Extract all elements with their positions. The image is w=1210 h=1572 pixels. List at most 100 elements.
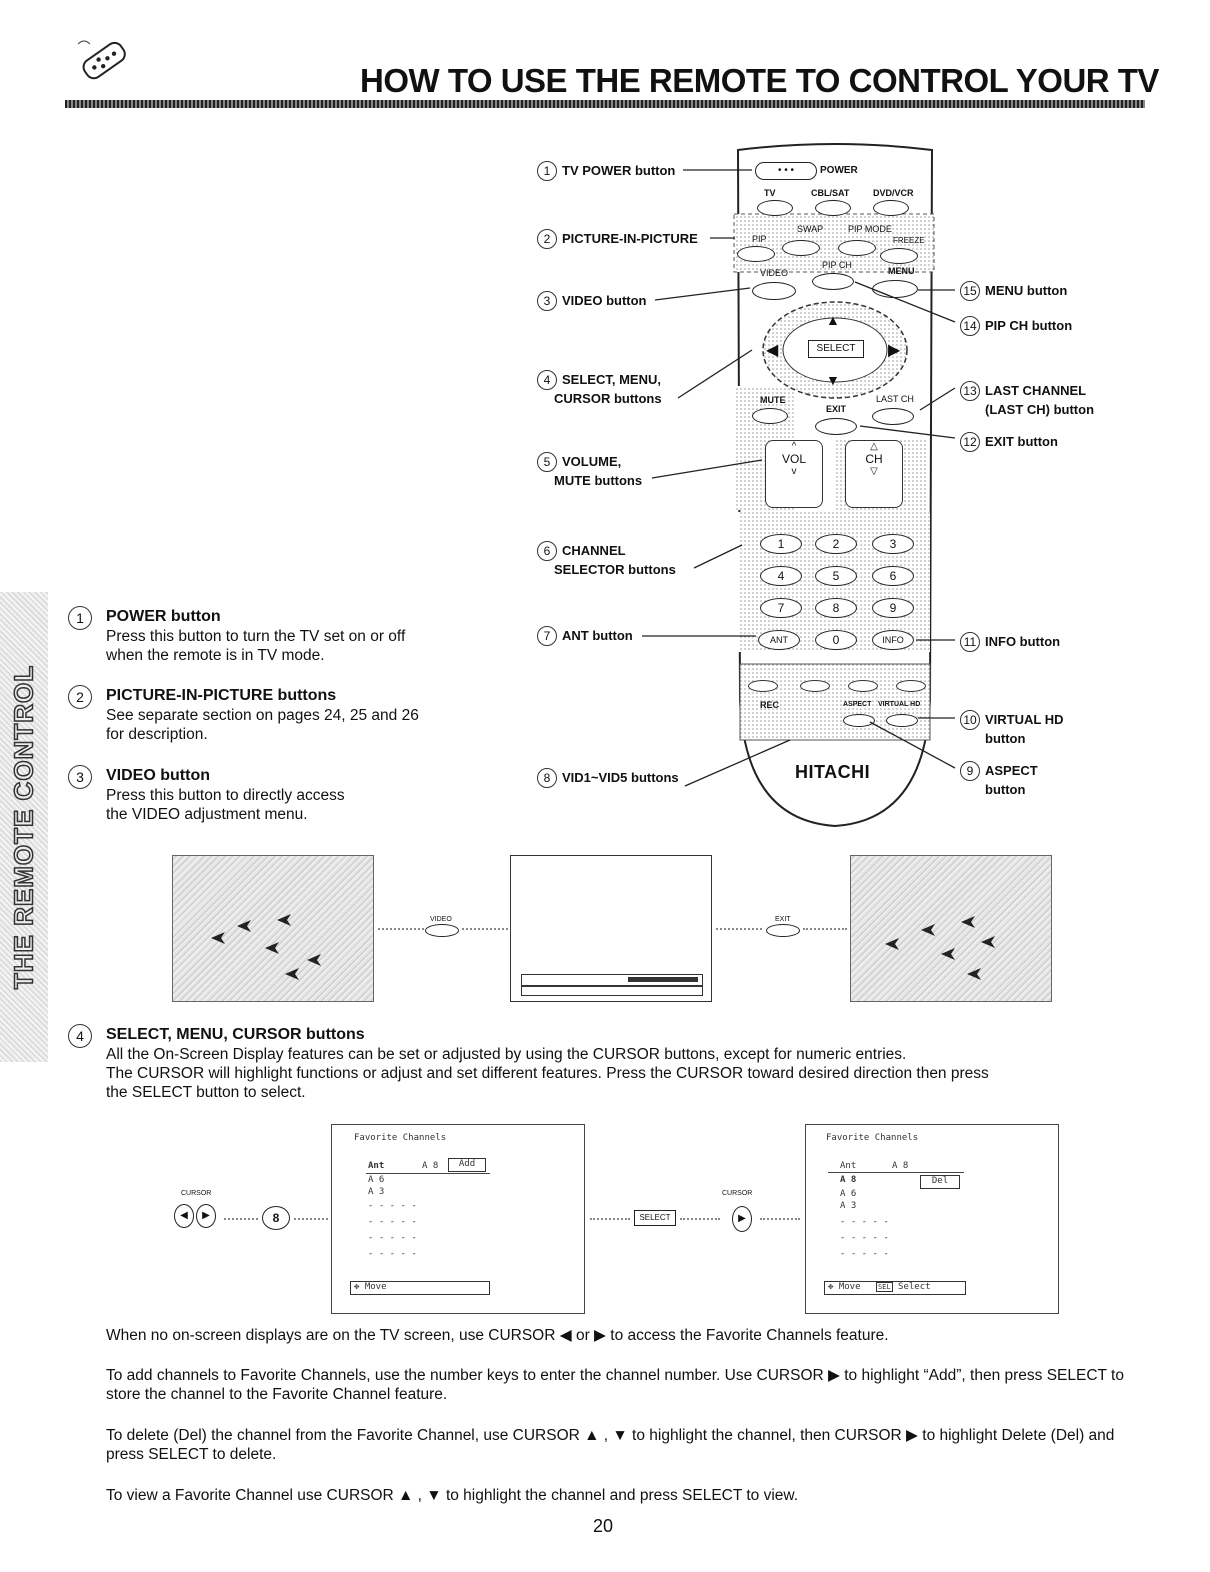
power-key-label: POWER [820, 165, 858, 176]
num-0-key[interactable]: 0 [815, 630, 857, 650]
cursor-left-right-keys[interactable]: ◀▶ [174, 1204, 220, 1228]
num-5-key[interactable]: 5 [815, 566, 857, 586]
section-text-line: for description. [106, 726, 208, 743]
osd-row: - - - - - [840, 1233, 889, 1243]
video-key[interactable] [752, 282, 796, 300]
lastch-key-label: LAST CH [876, 394, 914, 404]
section-text-line: Press this button to directly access [106, 787, 345, 804]
swap-key[interactable] [782, 240, 820, 256]
osd-row: A 6 [368, 1175, 385, 1185]
ant-key[interactable]: ANT [758, 630, 800, 650]
callout-leader-lines [642, 169, 956, 787]
osd-footer-move: Move [364, 1282, 387, 1292]
cursor-right-key-diagram[interactable]: ▶ [732, 1206, 752, 1232]
osd-row: - - - - - [368, 1217, 417, 1227]
add-button[interactable]: Add [448, 1158, 486, 1172]
del-button[interactable]: Del [920, 1175, 960, 1189]
osd-row-highlighted[interactable]: A 8 [840, 1175, 857, 1185]
section-text-line: the SELECT button to select. [106, 1084, 306, 1101]
dvdvcr-key[interactable] [873, 200, 909, 216]
num-3-key[interactable]: 3 [872, 534, 914, 554]
num-1-key[interactable]: 1 [760, 534, 802, 554]
move-icon: ✥ [354, 1282, 360, 1292]
pipch-key[interactable] [812, 273, 854, 290]
osd-row: - - - - - [368, 1249, 417, 1259]
section-text-line: The CURSOR will highlight functions or a… [106, 1065, 989, 1082]
cursor-label-2: CURSOR [722, 1190, 753, 1197]
page-number: 20 [593, 1516, 614, 1536]
vol-key-label: VOL [781, 452, 806, 466]
osd-row: - - - - - [368, 1201, 417, 1211]
arrow-to-exit [716, 928, 762, 930]
cblsat-key-label: CBL/SAT [811, 188, 850, 198]
section-text-line: when the remote is in TV mode. [106, 647, 325, 664]
remote-brand-logo: HITACHI [795, 762, 871, 782]
arrow-to-exit-2 [803, 928, 847, 930]
tv-key-label: TV [764, 188, 776, 198]
osd-footer-move: Move [838, 1282, 861, 1292]
power-key[interactable]: • • • [755, 162, 817, 180]
cursor-up-key[interactable]: ▲ [826, 312, 840, 328]
sel-icon: SEL [875, 1282, 893, 1292]
num-2-key[interactable]: 2 [815, 534, 857, 554]
num-6-key[interactable]: 6 [872, 566, 914, 586]
paragraph: When no on-screen displays are on the TV… [106, 1327, 889, 1344]
vid3-key[interactable] [848, 680, 878, 692]
channel-key[interactable]: △ CH ▽ [845, 440, 903, 508]
osd-row: A 3 [840, 1201, 857, 1211]
lastch-key[interactable] [872, 408, 914, 425]
cursor-down-key[interactable]: ▼ [826, 372, 840, 388]
volume-key[interactable]: ^ VOL v [765, 440, 823, 508]
virtualhd-key-label: VIRTUAL HD [878, 701, 921, 708]
exit-key-diagram[interactable] [766, 924, 800, 937]
num-9-key[interactable]: 9 [872, 598, 914, 618]
tv-key[interactable] [757, 200, 793, 216]
mute-key[interactable] [752, 408, 788, 424]
osd-menu-bar [521, 974, 703, 986]
video-key-label: VIDEO [760, 268, 789, 278]
cursor-right-key[interactable]: ▶ [888, 342, 901, 359]
pip-key[interactable] [737, 246, 775, 262]
vid4-key[interactable] [896, 680, 926, 692]
dvdvcr-key-label: DVD/VCR [873, 188, 914, 198]
num-8-key[interactable]: 8 [815, 598, 857, 618]
aspect-key[interactable] [843, 714, 875, 727]
num-7-key[interactable]: 7 [760, 598, 802, 618]
jets-image [211, 914, 321, 980]
cblsat-key[interactable] [815, 200, 851, 216]
arrow-to-select [590, 1218, 630, 1220]
vid2-key[interactable] [800, 680, 830, 692]
vid1-key[interactable] [748, 680, 778, 692]
osd-row: - - - - - [840, 1217, 889, 1227]
freeze-key-label: FREEZE [893, 236, 925, 245]
menu-key-label: MENU [888, 266, 915, 276]
ch-key-label: CH [865, 452, 883, 466]
section-power: 1 POWER button Press this button to turn… [68, 606, 405, 665]
pipmode-key[interactable] [838, 240, 876, 256]
freeze-key[interactable] [880, 248, 918, 264]
virtualhd-key[interactable] [886, 714, 918, 727]
section-number: 4 [68, 1024, 92, 1048]
vid-keys-row [748, 672, 926, 694]
title-divider [65, 100, 1145, 108]
section-pip: 2 PICTURE-IN-PICTURE buttons See separat… [68, 685, 419, 744]
section-video: 3 VIDEO button Press this button to dire… [68, 765, 345, 824]
osd-title: Favorite Channels [354, 1133, 447, 1143]
select-key[interactable]: SELECT [808, 340, 864, 358]
video-key-diagram[interactable] [425, 924, 459, 937]
cursor-left-key[interactable]: ◀ [766, 342, 779, 359]
exit-key[interactable] [815, 418, 857, 435]
num-4-key[interactable]: 4 [760, 566, 802, 586]
select-key-diagram[interactable]: SELECT [634, 1210, 676, 1226]
num-8-key-diagram[interactable]: 8 [262, 1206, 290, 1230]
favorite-channels-screen-del: Favorite Channels Ant A 8 A 8 Del A 6 A … [805, 1124, 1059, 1314]
info-key[interactable]: INFO [872, 630, 914, 650]
arrow-8-to-screen [294, 1218, 328, 1220]
remote-icon [70, 36, 140, 84]
